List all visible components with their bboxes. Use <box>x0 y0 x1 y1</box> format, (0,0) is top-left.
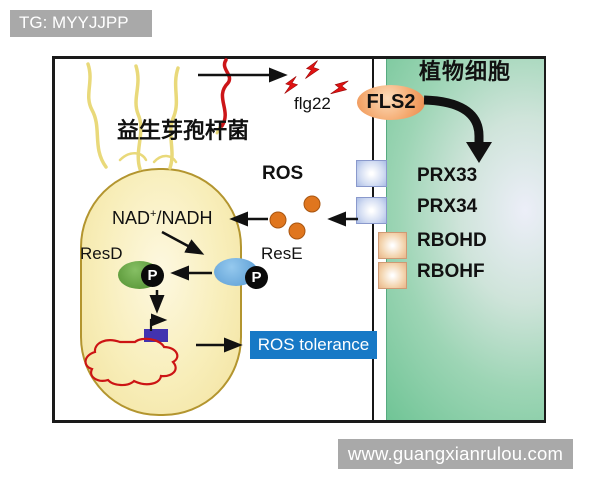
rese-label: ResE <box>261 244 303 263</box>
phosphate-letter: P <box>147 267 158 284</box>
phosphate-letter: P <box>251 269 262 286</box>
nad-nadh-label: NAD+/NADH <box>112 208 212 229</box>
bacterium-title: 益生芽孢杆菌 <box>117 118 250 143</box>
nadh-text: /NADH <box>156 208 213 228</box>
plant-cell-title: 植物细胞 <box>419 59 512 84</box>
prx34-label: PRX34 <box>417 196 478 217</box>
rbohf-protein-icon <box>378 262 407 289</box>
ros-label: ROS <box>262 163 304 184</box>
rbohf-label: RBOHF <box>417 261 485 282</box>
plant-membrane <box>372 59 374 420</box>
rbohd-protein-icon <box>378 232 407 259</box>
rese-phosphate-badge: P <box>245 266 268 289</box>
bacterium-cell <box>80 168 242 416</box>
resd-label: ResD <box>80 244 123 263</box>
nad-superscript: + <box>150 208 157 220</box>
header-tag: TG: MYYJJPP <box>19 13 129 33</box>
rbohd-label: RBOHD <box>417 230 487 251</box>
prx33-label: PRX33 <box>417 165 478 186</box>
header-tag-bar: TG: MYYJJPP <box>10 10 152 37</box>
flg22-label: flg22 <box>294 94 331 113</box>
target-gene-box <box>144 329 168 342</box>
fls2-receptor: FLS2 <box>357 85 425 120</box>
nad-text: NAD <box>112 208 151 228</box>
watermark-text: www.guangxianrulou.com <box>347 442 564 464</box>
resd-phosphate-badge: P <box>141 264 164 287</box>
fls2-label: FLS2 <box>366 91 416 113</box>
ros-tolerance-box: ROS tolerance <box>250 331 377 359</box>
prx34-protein-icon <box>356 197 387 224</box>
prx33-protein-icon <box>356 160 387 187</box>
ros-tolerance-label: ROS tolerance <box>257 335 370 354</box>
watermark-bar: www.guangxianrulou.com <box>338 439 573 469</box>
